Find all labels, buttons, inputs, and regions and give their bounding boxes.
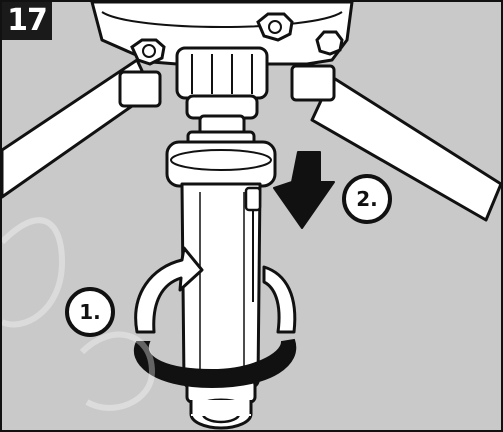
bolt-right [256, 12, 294, 42]
bolt-left [130, 38, 166, 66]
rotate-clockwise-arrow-icon [134, 246, 297, 389]
step-number-badge: 17 [2, 2, 52, 40]
watermark [2, 217, 156, 411]
central-fitting [175, 46, 269, 152]
callout-step-1: 1. [65, 287, 115, 337]
bolt-top-right [315, 30, 344, 56]
callout-step-2: 2. [342, 174, 392, 224]
arrow-down-icon [273, 151, 335, 229]
pipe-right [310, 75, 501, 222]
